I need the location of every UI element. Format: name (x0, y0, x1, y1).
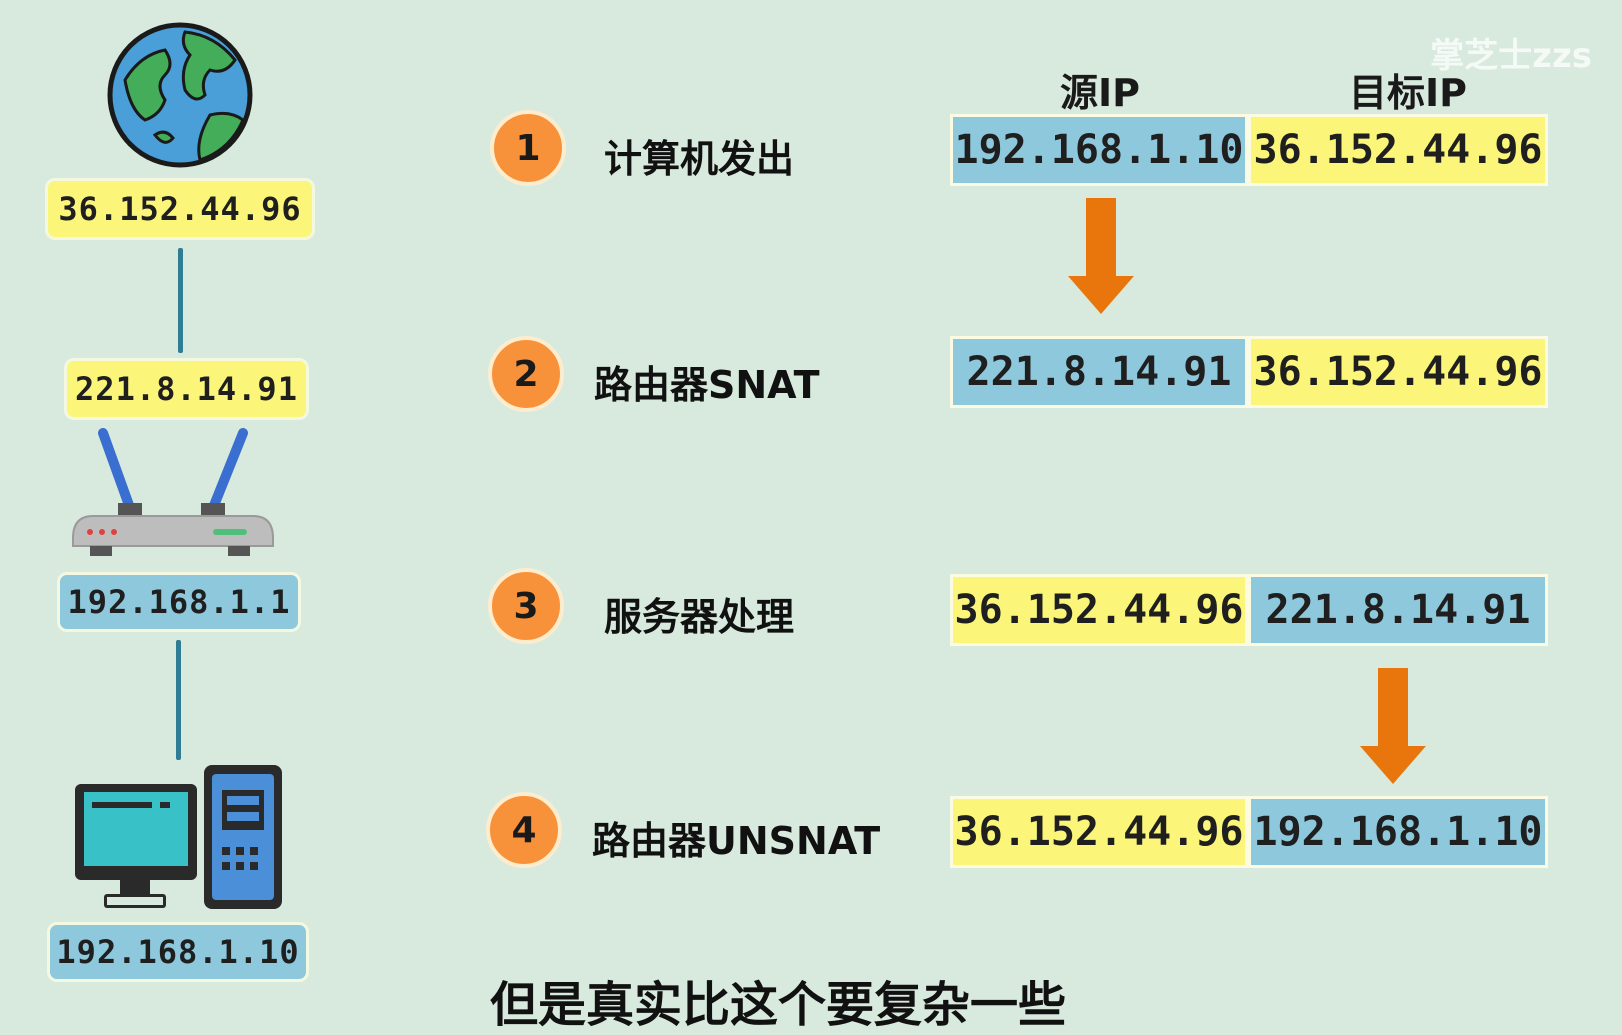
step-4-source-ip: 36.152.44.96 (950, 796, 1248, 868)
router-lan-ip-label: 192.168.1.1 (57, 572, 301, 632)
connector-line (178, 248, 183, 353)
step-4-number: 4 (486, 792, 562, 868)
step-1-dest-ip: 36.152.44.96 (1248, 114, 1548, 186)
arrow-down-icon (1360, 668, 1426, 784)
globe-icon (105, 20, 255, 170)
step-3-number: 3 (488, 568, 564, 644)
step-2-dest-ip: 36.152.44.96 (1248, 336, 1548, 408)
step-3-source-ip: 36.152.44.96 (950, 574, 1248, 646)
internet-ip-label: 36.152.44.96 (45, 178, 315, 240)
watermark: 掌芝士zzs (1430, 36, 1592, 76)
step-2-source-ip: 221.8.14.91 (950, 336, 1248, 408)
step-4-label: 路由器UNSNAT (592, 819, 881, 863)
arrow-down-icon (1068, 198, 1134, 314)
computer-icon (72, 762, 287, 912)
step-1-source-ip: 192.168.1.10 (950, 114, 1248, 186)
step-1-label: 计算机发出 (604, 137, 795, 181)
source-ip-header: 源IP (1060, 71, 1140, 115)
caption-text: 但是真实比这个要复杂一些 (490, 977, 1067, 1033)
connector-line (176, 640, 181, 760)
step-2-number: 2 (488, 336, 564, 412)
router-wan-ip-label: 221.8.14.91 (64, 358, 309, 420)
step-3-dest-ip: 221.8.14.91 (1248, 574, 1548, 646)
step-3-label: 服务器处理 (604, 595, 795, 639)
step-2-label: 路由器SNAT (594, 363, 820, 407)
dest-ip-header: 目标IP (1349, 71, 1467, 115)
computer-ip-label: 192.168.1.10 (47, 922, 309, 982)
step-4-dest-ip: 192.168.1.10 (1248, 796, 1548, 868)
step-1-number: 1 (490, 110, 566, 186)
router-icon (68, 428, 278, 563)
